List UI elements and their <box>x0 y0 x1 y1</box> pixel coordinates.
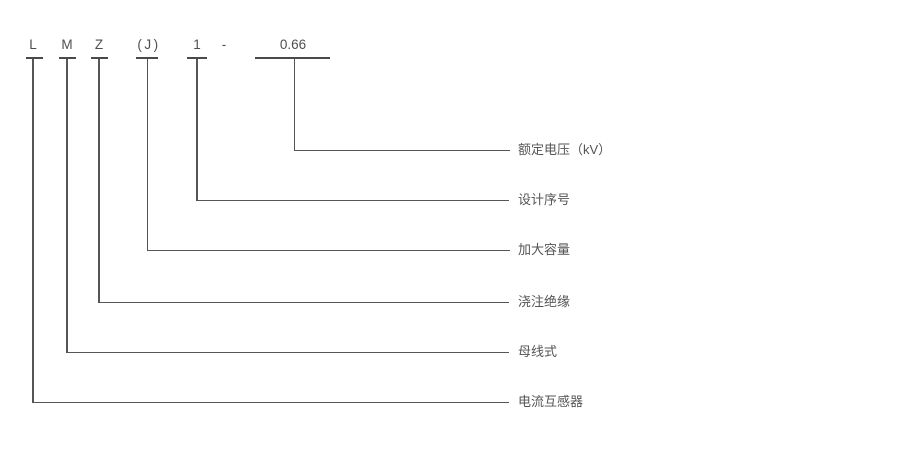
code-separator-dash: - <box>221 37 227 52</box>
leader-vertical-design-serial <box>196 59 198 201</box>
leader-vertical-current-transformer <box>32 59 34 403</box>
leader-horizontal-current-transformer <box>32 401 509 403</box>
code-digit-1: 1 <box>193 37 201 52</box>
leader-vertical-increased-capacity <box>146 59 148 251</box>
leader-horizontal-design-serial <box>196 199 509 201</box>
tick-under-1 <box>187 57 207 59</box>
leader-horizontal-bus-type <box>66 351 509 353</box>
code-voltage-value: 0.66 <box>279 37 307 52</box>
label-rated-voltage: 额定电压（kV） <box>518 142 612 157</box>
tick-under-M <box>59 57 76 59</box>
code-letter-L: L <box>29 37 37 52</box>
leader-horizontal-cast-insulation <box>98 301 509 303</box>
tick-under-Z <box>91 57 108 59</box>
tick-under-L <box>26 57 43 59</box>
tick-under-voltage <box>255 57 330 59</box>
leader-vertical-bus-type <box>66 59 68 353</box>
label-increased-capacity: 加大容量 <box>518 242 571 257</box>
leader-vertical-cast-insulation <box>98 59 100 303</box>
label-design-serial: 设计序号 <box>518 192 571 207</box>
label-cast-insulation: 浇注绝缘 <box>518 294 571 309</box>
leader-horizontal-rated-voltage <box>293 149 510 151</box>
leader-vertical-rated-voltage <box>293 59 295 151</box>
code-letter-M: M <box>61 37 73 52</box>
label-bus-type: 母线式 <box>518 344 558 359</box>
code-letter-Z: Z <box>94 37 104 52</box>
tick-under-J <box>136 57 158 59</box>
leader-horizontal-increased-capacity <box>146 249 510 251</box>
label-current-transformer: 电流互感器 <box>518 394 584 409</box>
code-letter-J: (J) <box>137 37 161 52</box>
